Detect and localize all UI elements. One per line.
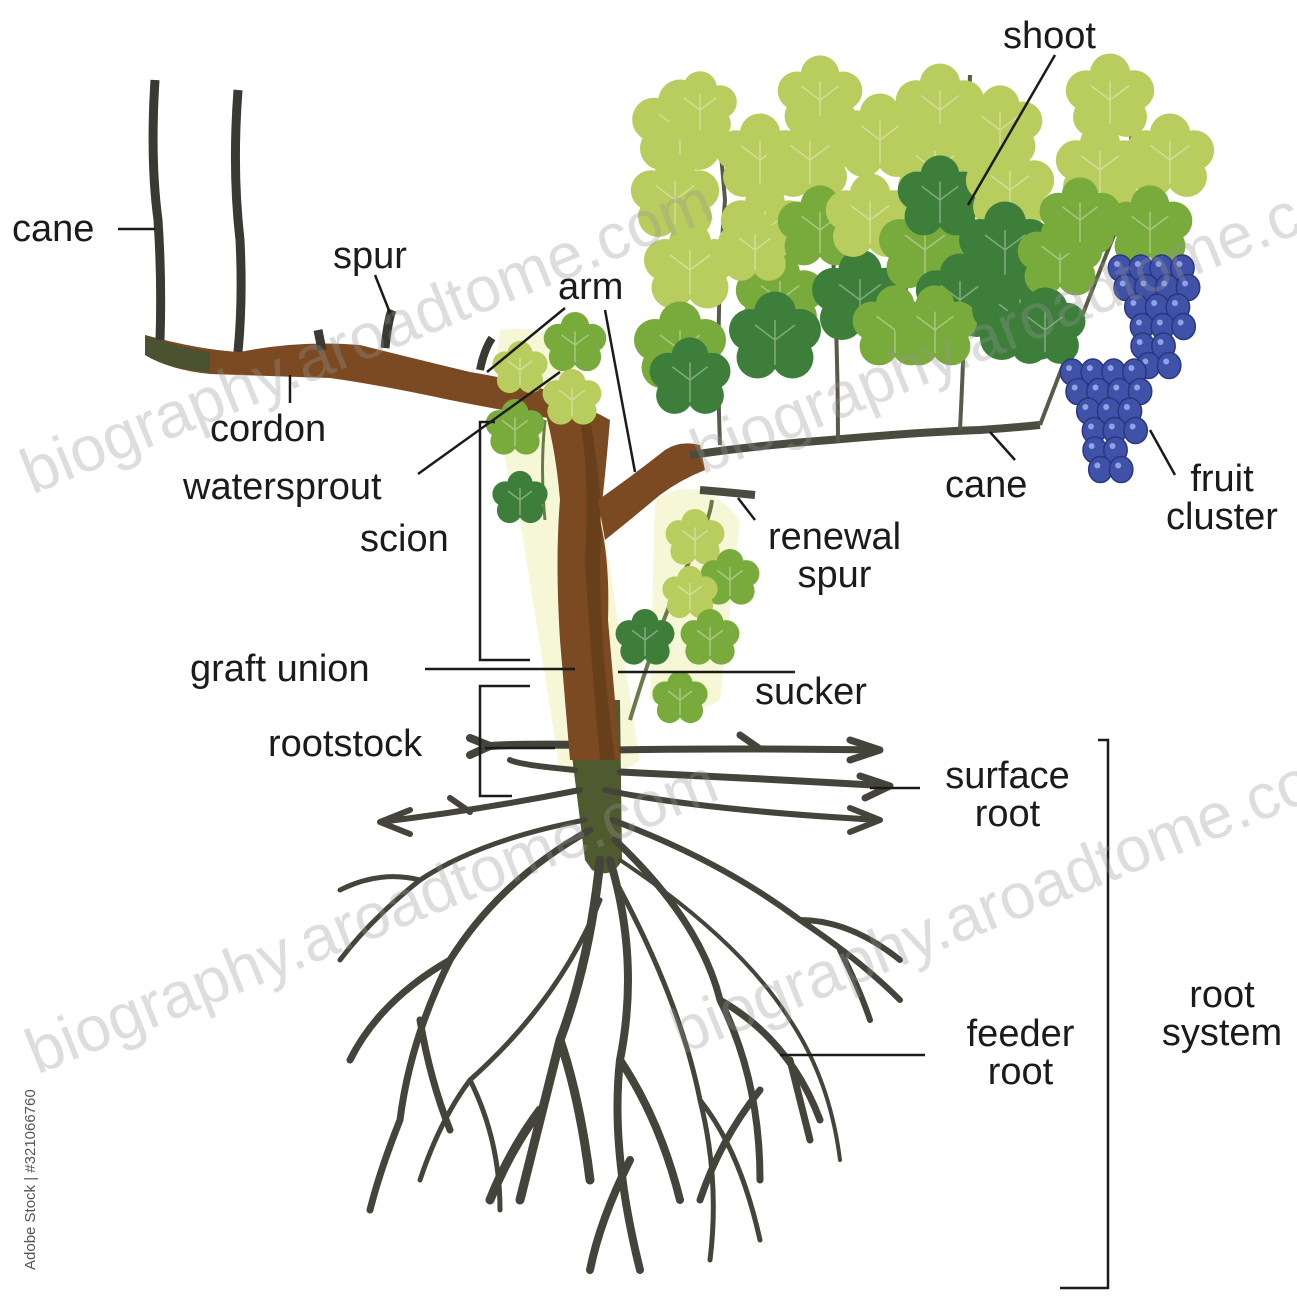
- label-fruit-cluster-line2: cluster: [1157, 498, 1287, 536]
- surface-root: [610, 735, 880, 760]
- label-fruit-cluster-line1: fruit: [1157, 460, 1287, 498]
- leader-arm-right: [605, 310, 635, 472]
- leader-cane-right: [990, 432, 1015, 460]
- leader-renewal: [738, 498, 755, 520]
- label-feeder-root-line1: feeder: [948, 1015, 1093, 1053]
- label-surface-root-line1: surface: [925, 757, 1090, 795]
- grape-cluster: [1060, 359, 1151, 483]
- label-feeder-root: feeder root: [948, 1015, 1093, 1091]
- label-root-system: root system: [1152, 976, 1292, 1052]
- label-rootstock: rootstock: [268, 725, 422, 763]
- label-renewal-spur-line1: renewal: [752, 518, 917, 556]
- grape-leaf: [544, 312, 607, 371]
- label-sucker: sucker: [755, 673, 867, 711]
- label-root-system-line2: system: [1152, 1014, 1292, 1052]
- spur: [480, 338, 492, 370]
- label-renewal-spur: renewal spur: [752, 518, 917, 594]
- renewal-spur: [700, 490, 755, 495]
- cane: [235, 90, 241, 352]
- feeder-root: [615, 880, 760, 1260]
- label-shoot: shoot: [1003, 17, 1096, 55]
- label-arm: arm: [558, 268, 623, 306]
- label-root-system-line1: root: [1152, 976, 1292, 1014]
- label-spur: spur: [333, 237, 407, 275]
- feeder-root: [490, 860, 600, 1200]
- label-cane-left: cane: [12, 210, 94, 248]
- label-watersprout: watersprout: [183, 468, 382, 506]
- label-renewal-spur-line2: spur: [752, 556, 917, 594]
- label-graft-union: graft union: [190, 650, 370, 688]
- label-cane-right: cane: [945, 466, 1027, 504]
- label-surface-root-line2: root: [925, 795, 1090, 833]
- label-scion: scion: [360, 520, 449, 558]
- cane: [153, 80, 161, 340]
- image-credit: Adobe Stock | #321066760: [22, 1089, 39, 1270]
- label-fruit-cluster: fruit cluster: [1157, 460, 1287, 536]
- label-feeder-root-line2: root: [948, 1053, 1093, 1091]
- label-cordon: cordon: [210, 410, 326, 448]
- label-surface-root: surface root: [925, 757, 1090, 833]
- grape-leaf: [1066, 53, 1154, 137]
